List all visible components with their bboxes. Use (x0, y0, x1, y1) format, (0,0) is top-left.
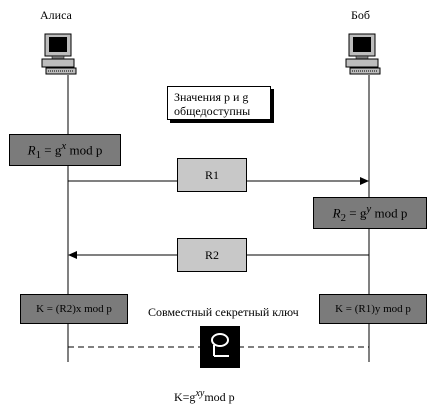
shared-key-caption: Совместный секретный ключ (148, 305, 299, 319)
r2-mod: mod p (371, 204, 408, 220)
computer-icon (41, 33, 77, 75)
r1-mod: mod p (66, 141, 103, 157)
public-params-note: Значения p и g общедоступны (167, 86, 271, 120)
alice-key-formula: K = (R2)x mod p (36, 303, 112, 315)
alice-compute-box: R1 = gx mod p (9, 134, 121, 166)
bob-compute-box: R2 = gy mod p (313, 197, 427, 229)
r1-equals: = g (41, 141, 62, 157)
arrowhead-r2 (68, 251, 77, 259)
r2-subscript: 2 (340, 211, 347, 224)
key-formula: K=gxymod p (174, 388, 235, 405)
r2-exponent: y (366, 202, 372, 215)
r1-subscript: 1 (35, 148, 42, 161)
alice-key-box: K = (R2)x mod p (20, 294, 128, 324)
message-r2-box: R2 (177, 238, 247, 272)
key-formula-exponent: xy (195, 388, 205, 399)
key-formula-mod: mod p (204, 390, 235, 404)
r1-exponent: x (61, 139, 67, 152)
bob-label: Боб (351, 8, 370, 22)
message-r2-label: R2 (204, 247, 219, 262)
alice-label: Алиса (40, 8, 72, 22)
bob-key-box: K = (R1)y mod p (319, 294, 427, 324)
arrowhead-r1 (360, 177, 369, 185)
key-icon (200, 326, 240, 368)
message-r1-box: R1 (177, 158, 247, 192)
r2-symbol: R (332, 204, 341, 220)
r1-symbol: R (27, 141, 36, 157)
note-line-1: Значения p и g (174, 90, 249, 104)
note-line-2: общедоступны (174, 104, 251, 118)
computer-icon (345, 33, 381, 75)
r2-equals: = g (346, 204, 367, 220)
bob-key-formula: K = (R1)y mod p (335, 303, 411, 315)
message-r1-label: R1 (204, 167, 219, 182)
key-formula-prefix: K=g (174, 390, 196, 404)
